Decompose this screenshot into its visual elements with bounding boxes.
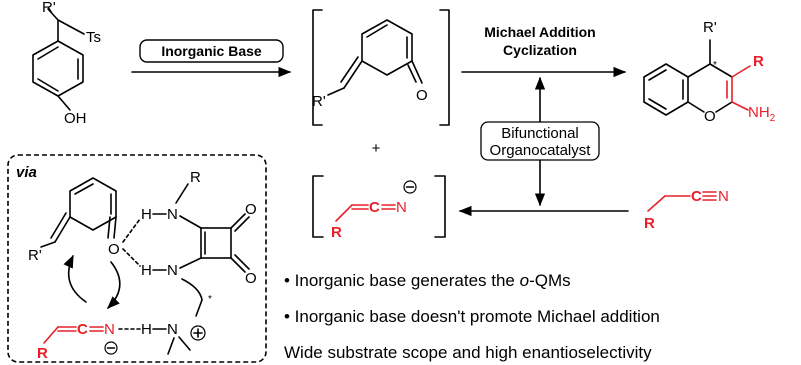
ts-o-label-lower: O	[245, 270, 257, 287]
product-nh2-label: NH2	[748, 104, 776, 124]
sm-oh-label: OH	[64, 110, 87, 127]
bracket-left-top	[312, 9, 323, 126]
note-summary: Wide substrate scope and high enantiosel…	[284, 343, 652, 362]
ts-n-label-lower: N	[167, 262, 178, 279]
via-box	[7, 154, 267, 363]
ts-negative-charge	[104, 341, 118, 355]
ts-h-label-lower: H	[141, 262, 152, 279]
chromene-product: R' * R O NH2	[643, 19, 776, 125]
via-title: via	[16, 164, 37, 181]
ts-bottom-c-label: C	[77, 321, 88, 338]
ts-o-label-upper: O	[245, 201, 257, 218]
reagent-label: Inorganic Base	[161, 43, 262, 59]
reagent-box	[139, 39, 284, 63]
product-r-prime-label: R'	[703, 19, 717, 36]
ketenimine-r-label: R	[331, 224, 342, 241]
ts-bottom-n2-label: N	[167, 321, 178, 338]
note-bullet-1: • Inorganic base generates the o-QMs	[284, 271, 571, 290]
ts-r-prime-label: R'	[28, 247, 42, 264]
oqm-r-prime-label: R'	[312, 93, 326, 110]
catalyst-line1: Bifunctional	[501, 125, 579, 142]
plus-sign: +	[372, 140, 381, 157]
oqm-o-label: O	[416, 87, 428, 104]
product-stereocenter: *	[713, 60, 717, 71]
bracket-left-bottom	[312, 175, 324, 238]
catalyst-box	[480, 121, 600, 161]
step2-line1: Michael Addition	[484, 24, 595, 40]
transition-state: R' O H N R O O H N * R C	[28, 169, 257, 362]
ts-bottom-h-label: H	[141, 321, 152, 338]
catalyst-line2: Organocatalyst	[490, 142, 592, 159]
product-o-label: O	[704, 108, 716, 125]
nitrile-c-label: C	[691, 188, 702, 205]
oqm-intermediate: R' O	[312, 9, 450, 126]
nitrile-substrate: R C N	[644, 188, 729, 232]
nitrile-n-label: N	[718, 188, 729, 205]
ts-bottom-n-label: N	[104, 321, 115, 338]
bracket-right-bottom	[434, 175, 446, 238]
sm-r-prime-label: R'	[42, 0, 56, 16]
bracket-right-top	[439, 9, 450, 126]
ts-positive-charge	[190, 325, 206, 341]
ketenimine-c-label: C	[369, 199, 380, 216]
ketenimine-anion: R C N	[312, 175, 446, 241]
ts-n-label-upper: N	[167, 206, 178, 223]
ts-h-label-upper: H	[141, 206, 152, 223]
product-r-label: R	[753, 53, 764, 70]
note-bullet-2: • Inorganic base doesn't promote Michael…	[284, 307, 660, 326]
ketenimine-n-label: N	[396, 199, 407, 216]
ts-bottom-r-label: R	[37, 345, 48, 362]
starting-material: R' Ts OH	[32, 0, 101, 127]
ketenimine-negative-charge	[403, 180, 417, 194]
sm-ts-label: Ts	[86, 29, 101, 46]
ts-stereocenter: *	[208, 294, 212, 305]
ts-r-label: R	[190, 169, 201, 186]
ts-o-label: O	[108, 241, 120, 258]
nitrile-r-label: R	[644, 215, 655, 232]
step2-line2: Cyclization	[503, 42, 577, 58]
